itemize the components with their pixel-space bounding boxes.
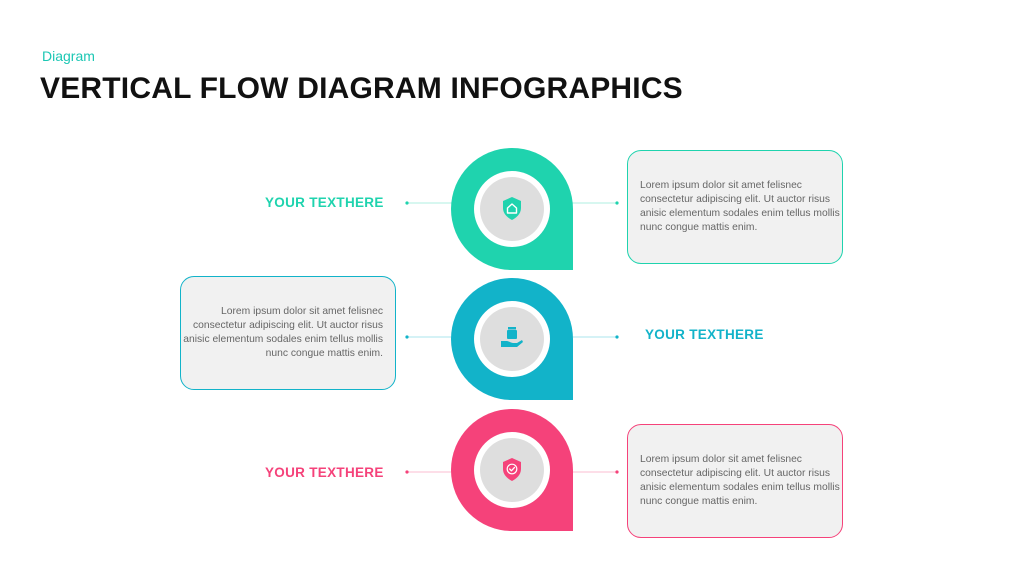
category-label: Diagram (42, 48, 95, 64)
step-2-label: YOUR TEXTHERE (645, 327, 764, 342)
step-3-node (451, 409, 573, 531)
home-shield-icon (503, 197, 521, 220)
step-1-node (451, 148, 573, 270)
step-3-label: YOUR TEXTHERE (265, 465, 384, 480)
step-2-node (451, 278, 573, 400)
step-3-textbox: Lorem ipsum dolor sit amet felisnec cons… (627, 424, 843, 538)
step-3-text: Lorem ipsum dolor sit amet felisnec cons… (640, 454, 840, 507)
shield-check-icon (503, 458, 521, 481)
step-1-text: Lorem ipsum dolor sit amet felisnec cons… (640, 180, 840, 233)
step-1-label: YOUR TEXTHERE (265, 195, 384, 210)
page-title: VERTICAL FLOW DIAGRAM INFOGRAPHICS (40, 72, 683, 105)
step-2-text: Lorem ipsum dolor sit amet felisnec cons… (183, 306, 383, 359)
step-1-textbox: Lorem ipsum dolor sit amet felisnec cons… (627, 150, 843, 264)
connector-2 (405, 335, 619, 339)
connector-1 (405, 201, 619, 205)
step-2-textbox: Lorem ipsum dolor sit amet felisnec cons… (180, 276, 396, 390)
hand-holding-box-icon (501, 327, 523, 347)
connector-3 (405, 470, 619, 474)
